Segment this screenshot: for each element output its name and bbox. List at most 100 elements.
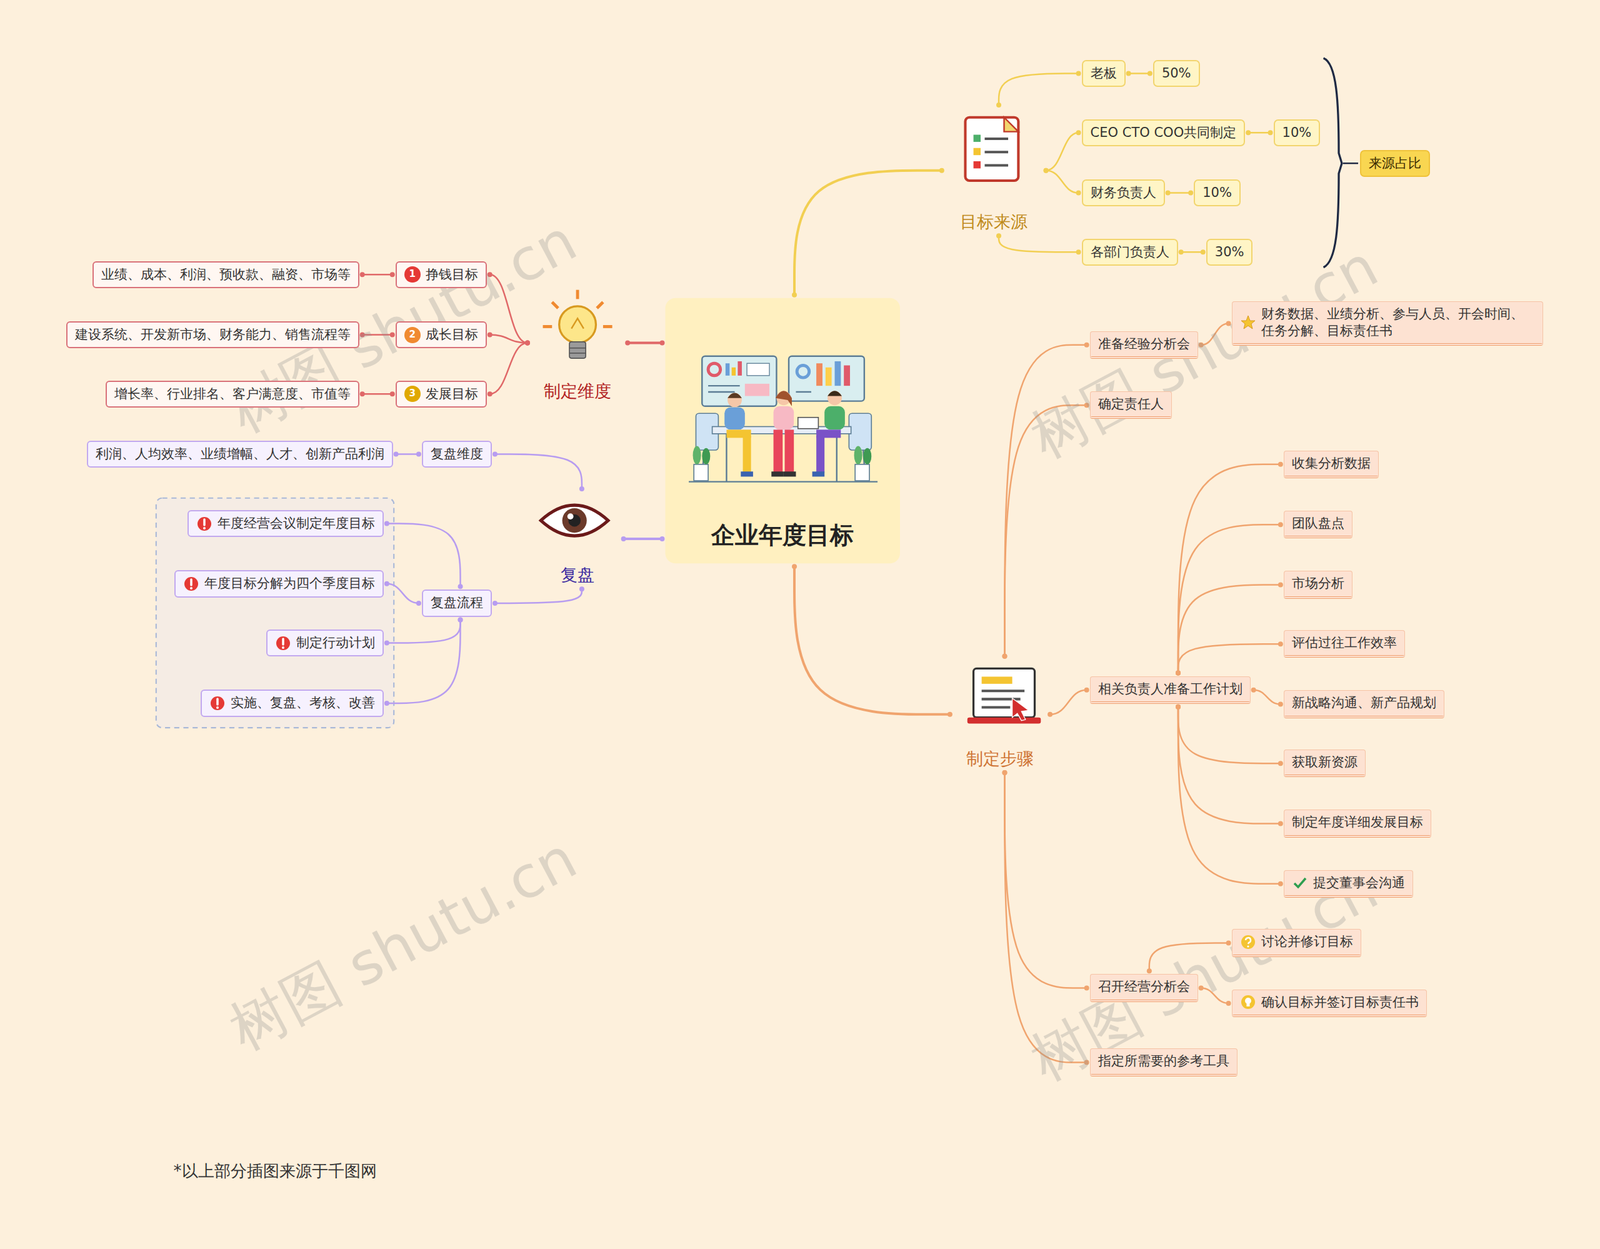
central-topic: 企业年度目标 bbox=[665, 298, 900, 564]
central-illustration bbox=[693, 464, 709, 481]
connector-dot bbox=[791, 292, 797, 298]
connector bbox=[1178, 706, 1281, 764]
node-icon bbox=[216, 706, 219, 709]
connector bbox=[623, 537, 663, 540]
document-icon bbox=[965, 117, 1019, 181]
central-illustration bbox=[843, 365, 850, 386]
node-icon bbox=[281, 638, 285, 645]
callout-number: 2 bbox=[404, 326, 421, 344]
lightbulb-icon bbox=[543, 290, 613, 359]
connector-dot bbox=[1200, 249, 1206, 255]
node-icon bbox=[183, 575, 200, 592]
connector-dot bbox=[996, 233, 1002, 239]
node-text: 业绩、成本、利润、预收款、融资、市场等 bbox=[101, 266, 351, 284]
central-illustration bbox=[835, 361, 842, 386]
central-illustration bbox=[708, 363, 721, 376]
node-text: 新战略沟通、新产品规划 bbox=[1291, 694, 1437, 712]
central-illustration bbox=[743, 435, 752, 473]
value-box: 30% bbox=[1206, 238, 1254, 266]
node-icon bbox=[1246, 1003, 1250, 1007]
connector-dot bbox=[1043, 168, 1049, 174]
connector bbox=[495, 588, 582, 604]
connector-dot bbox=[1043, 168, 1049, 174]
document-icon bbox=[985, 137, 1009, 140]
node-icon bbox=[1241, 935, 1255, 949]
connector bbox=[627, 341, 662, 345]
summary-bracket bbox=[1343, 162, 1359, 164]
node-icon bbox=[1240, 314, 1257, 331]
connector-dot bbox=[1076, 71, 1082, 77]
connector-dot bbox=[579, 486, 585, 492]
node-icon bbox=[1241, 315, 1255, 329]
central-illustration bbox=[816, 363, 823, 386]
connector-dot bbox=[416, 600, 422, 606]
node-text: 实施、复盘、考核、改善 bbox=[230, 694, 375, 712]
connector bbox=[1178, 643, 1281, 673]
node-text: 制定维度 bbox=[543, 380, 612, 402]
central-illustration bbox=[783, 471, 797, 477]
node-text: 发展目标 bbox=[425, 385, 479, 403]
connector-dot bbox=[621, 536, 627, 542]
connector bbox=[362, 393, 393, 395]
node-icon bbox=[1246, 945, 1249, 947]
central-illustration bbox=[725, 363, 730, 376]
node-icon bbox=[1245, 937, 1251, 944]
connector bbox=[1046, 170, 1079, 194]
connector-dot bbox=[659, 340, 665, 346]
central-illustration bbox=[827, 390, 842, 405]
topic-box: 团队盘点 bbox=[1283, 510, 1353, 539]
callout-number: 3 bbox=[404, 385, 421, 402]
topic-box: 老板 bbox=[1081, 60, 1126, 87]
connector-dot bbox=[1268, 130, 1274, 135]
central-illustration bbox=[701, 448, 710, 465]
lightbulb-icon bbox=[603, 325, 613, 329]
connector-dot bbox=[1175, 704, 1181, 710]
central-illustration bbox=[740, 471, 754, 477]
node-icon bbox=[1240, 933, 1257, 950]
connector bbox=[1046, 132, 1079, 170]
watermark: 树图 shutu.cn bbox=[1017, 228, 1391, 476]
lightbulb-icon bbox=[576, 290, 580, 300]
topic-box: 制定行动计划 bbox=[266, 629, 384, 657]
node-text: 讨论并修订目标 bbox=[1261, 933, 1354, 950]
connector-dot bbox=[384, 581, 390, 587]
connector-dot bbox=[1278, 881, 1284, 887]
node-icon bbox=[197, 516, 212, 531]
connector bbox=[386, 620, 461, 644]
topic-box: 新战略沟通、新产品规划 bbox=[1283, 690, 1445, 718]
connector-dot bbox=[1251, 687, 1257, 693]
topic-box: 各部门负责人 bbox=[1081, 238, 1179, 266]
topic-box: CEO CTO COO共同制定 bbox=[1081, 119, 1246, 147]
node-text: 10% bbox=[1202, 184, 1232, 202]
connector-dot bbox=[492, 451, 498, 457]
connector-dot bbox=[390, 271, 395, 277]
group-frame bbox=[156, 498, 394, 728]
connector bbox=[362, 273, 393, 276]
connector bbox=[396, 453, 419, 455]
connector bbox=[998, 73, 1079, 106]
lightbulb-icon bbox=[569, 347, 586, 349]
branch-topic: 目标来源 bbox=[945, 108, 1044, 233]
connector bbox=[794, 566, 950, 715]
node-text: 财务负责人 bbox=[1090, 184, 1157, 202]
lightbulb-icon bbox=[596, 301, 604, 309]
connector-dot bbox=[939, 168, 945, 174]
node-text: 制定行动计划 bbox=[296, 634, 375, 652]
central-illustration bbox=[745, 383, 770, 397]
node-text: 老板 bbox=[1090, 65, 1117, 82]
connector-dot bbox=[390, 391, 395, 397]
connector-dot bbox=[1178, 249, 1184, 255]
connector-dot bbox=[487, 332, 493, 338]
central-illustration bbox=[827, 390, 842, 396]
node-text: 提交董事会沟通 bbox=[1313, 874, 1405, 892]
laptop-icon bbox=[1012, 698, 1029, 721]
central-illustration bbox=[737, 361, 742, 376]
topic-box: 2成长目标 bbox=[395, 321, 487, 349]
lightbulb-icon bbox=[569, 341, 586, 359]
node-text: 确定责任人 bbox=[1098, 395, 1164, 413]
topic-box: 复盘维度 bbox=[421, 440, 492, 468]
branch-topic: 制定步骤 bbox=[953, 659, 1047, 770]
lightbulb-icon bbox=[543, 325, 553, 329]
